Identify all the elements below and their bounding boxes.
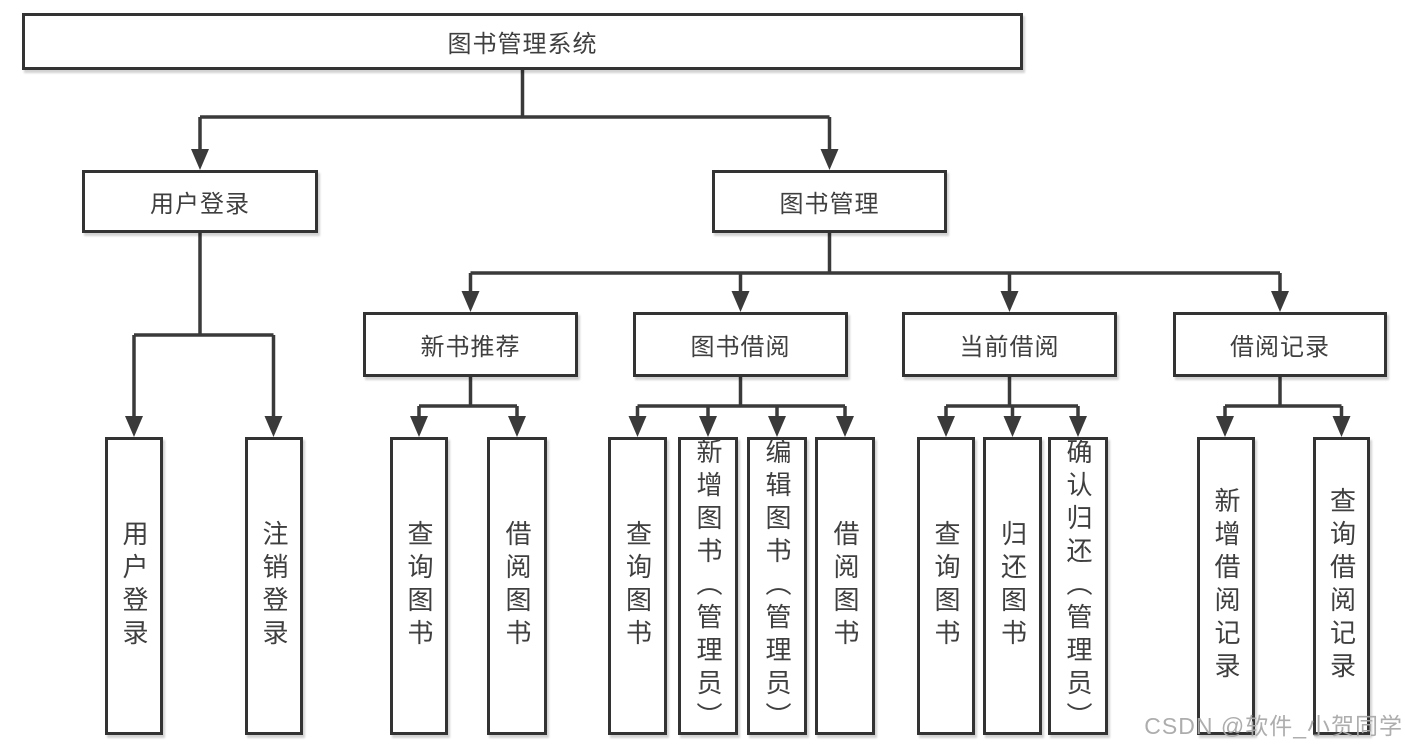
node-book-borrowing-label: 图书借阅 — [690, 334, 791, 361]
leaf-add-books-admin: 新增图书（管理员） — [678, 437, 738, 735]
leaf-confirm-return-admin-label: 确认归还（管理员） — [1063, 437, 1093, 735]
connector-current-children — [944, 377, 1080, 420]
leaf-confirm-return-admin: 确认归还（管理员） — [1048, 437, 1108, 735]
node-root-label: 图书管理系统 — [447, 31, 598, 58]
node-book-management-label: 图书管理 — [779, 191, 880, 218]
node-book-borrowing: 图书借阅 — [633, 312, 848, 377]
leaf-borrow-books-borrowing-label: 借阅图书 — [830, 520, 860, 652]
node-new-book-recommend-label: 新书推荐 — [420, 334, 521, 361]
node-book-management: 图书管理 — [712, 170, 947, 233]
leaf-return-books-label: 归还图书 — [997, 520, 1028, 652]
leaf-query-books-current: 查询图书 — [917, 437, 975, 735]
leaf-user-login-label: 用户登录 — [119, 520, 149, 652]
connector-borrowing-children — [635, 377, 847, 420]
node-user-login-label: 用户登录 — [150, 191, 250, 218]
leaf-add-borrow-record-label: 新增借阅记录 — [1211, 487, 1241, 685]
node-new-book-recommend: 新书推荐 — [363, 312, 578, 377]
leaf-query-books-borrowing: 查询图书 — [608, 437, 667, 735]
leaf-logout-label: 注销登录 — [259, 520, 289, 652]
node-borrowing-records-label: 借阅记录 — [1230, 334, 1330, 361]
arrowhead — [461, 291, 480, 312]
leaf-add-books-admin-label: 新增图书（管理员） — [693, 437, 723, 735]
arrowhead — [264, 416, 283, 437]
node-current-borrowing: 当前借阅 — [902, 312, 1117, 377]
leaf-query-borrow-record-label: 查询借阅记录 — [1326, 487, 1357, 685]
arrowhead — [1000, 291, 1019, 312]
arrowhead — [731, 291, 750, 312]
connector-new-book-children — [417, 377, 519, 420]
leaf-query-books-current-label: 查询图书 — [931, 520, 961, 652]
arrowhead — [1069, 416, 1087, 437]
arrowhead — [508, 416, 526, 437]
connector-root-to-level1 — [198, 70, 832, 152]
node-borrowing-records: 借阅记录 — [1173, 312, 1387, 377]
arrowhead — [768, 416, 786, 437]
arrowhead — [628, 416, 647, 437]
leaf-borrow-books-borrowing: 借阅图书 — [815, 437, 875, 735]
arrowhead — [1332, 416, 1351, 437]
leaf-edit-books-admin: 编辑图书（管理员） — [747, 437, 807, 735]
arrowhead — [125, 416, 143, 437]
arrowhead — [820, 149, 839, 170]
leaf-query-books-recommend-label: 查询图书 — [404, 520, 434, 652]
leaf-return-books: 归还图书 — [983, 437, 1042, 735]
arrowhead — [1216, 416, 1234, 437]
leaf-query-borrow-record: 查询借阅记录 — [1313, 437, 1370, 735]
arrowhead — [191, 149, 209, 170]
connector-book-management-children — [468, 233, 1282, 294]
arrowhead — [699, 416, 717, 437]
watermark: CSDN @软件_小贺同学 — [1144, 713, 1403, 739]
connector-user-login-children — [132, 233, 276, 419]
node-current-borrowing-label: 当前借阅 — [959, 334, 1060, 361]
arrowhead — [1271, 291, 1289, 312]
arrowhead — [937, 416, 955, 437]
leaf-borrow-books-recommend-label: 借阅图书 — [502, 520, 532, 652]
leaf-edit-books-admin-label: 编辑图书（管理员） — [762, 437, 792, 735]
leaf-borrow-books-recommend: 借阅图书 — [487, 437, 547, 735]
leaf-user-login: 用户登录 — [105, 437, 163, 735]
arrowhead — [410, 416, 428, 437]
leaf-add-borrow-record: 新增借阅记录 — [1197, 437, 1255, 735]
leaf-query-books-recommend: 查询图书 — [390, 437, 448, 735]
arrowhead — [1003, 416, 1022, 437]
node-user-login: 用户登录 — [82, 170, 318, 233]
arrowhead — [836, 416, 854, 437]
connector-records-children — [1223, 377, 1344, 420]
leaf-logout: 注销登录 — [245, 437, 303, 735]
node-root: 图书管理系统 — [22, 13, 1023, 70]
leaf-query-books-borrowing-label: 查询图书 — [622, 520, 653, 652]
